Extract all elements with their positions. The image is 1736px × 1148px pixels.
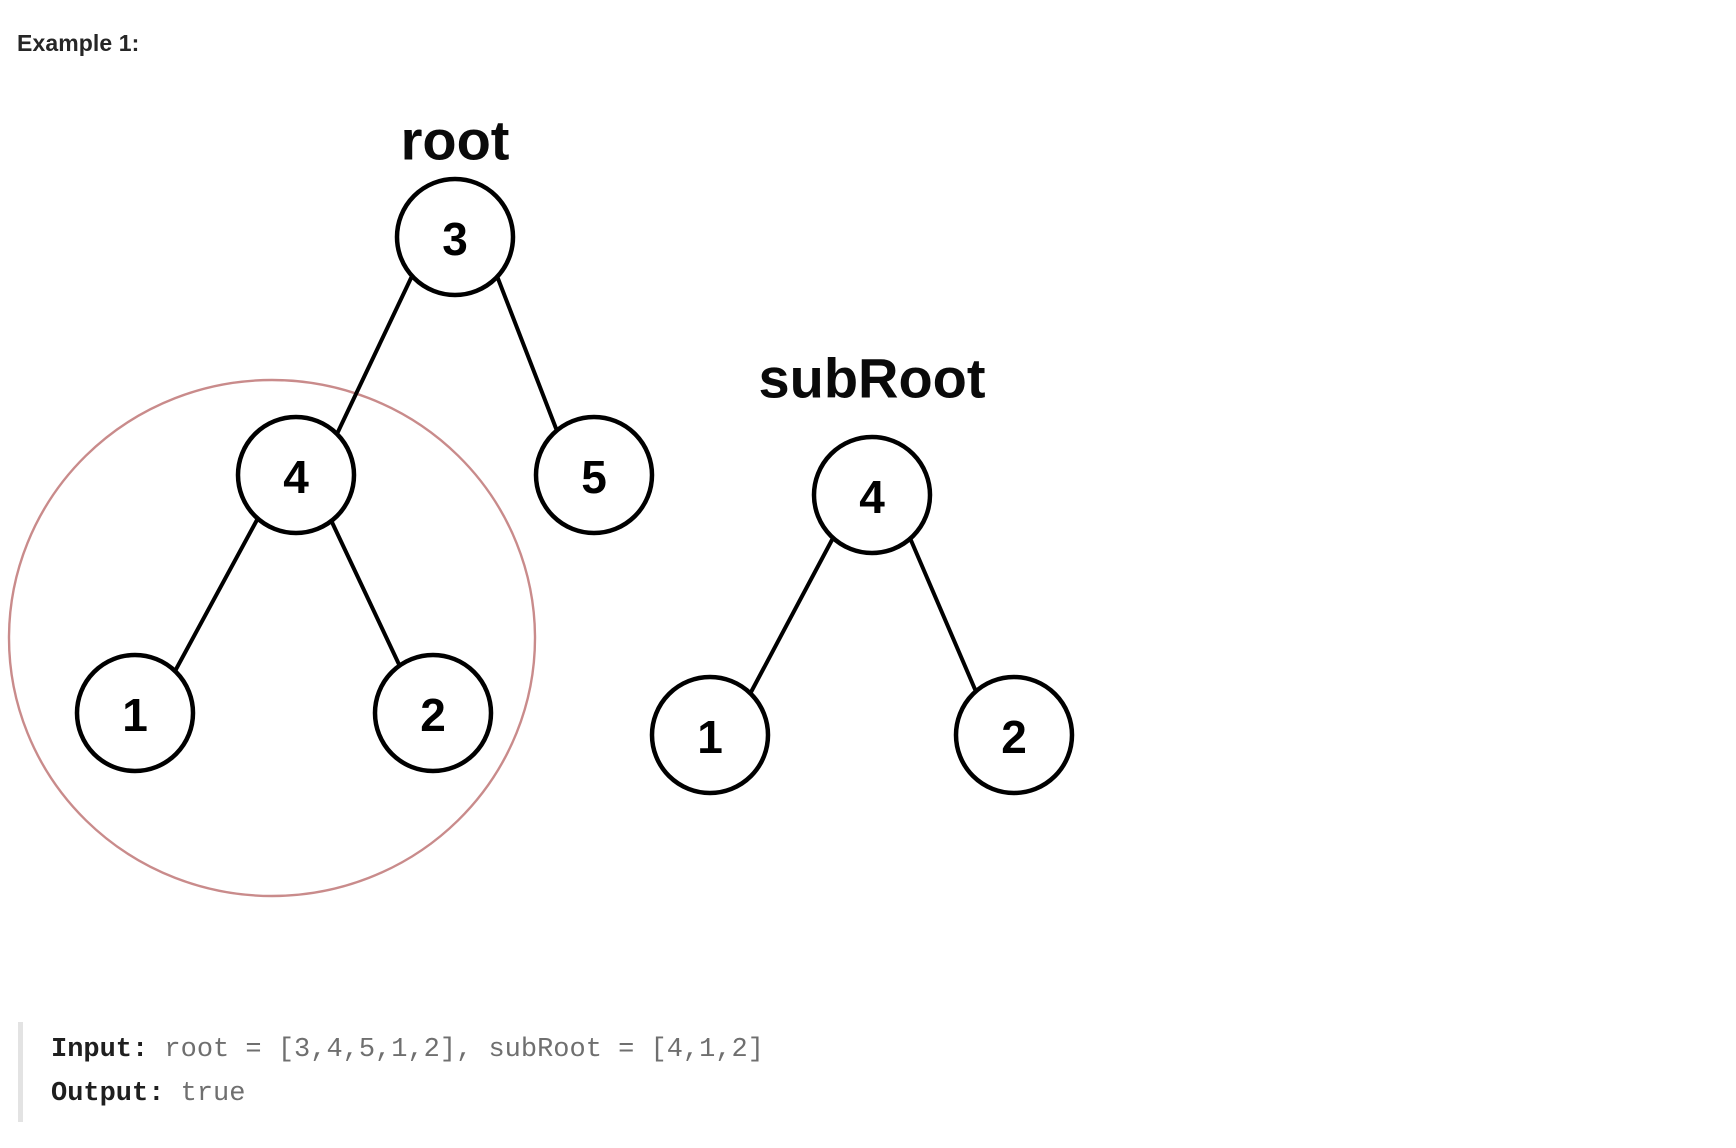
subroot-tree-edges: [748, 536, 979, 696]
node-label: 4: [283, 451, 309, 503]
tree-node-sub-2: 2: [953, 674, 1075, 796]
node-circle: [235, 414, 357, 536]
tree-node-root-2: 2: [372, 652, 494, 774]
node-circle: [811, 434, 933, 556]
root-tree-nodes: 3 4 5 1 2: [74, 176, 655, 774]
tree-node-root-1: 1: [74, 652, 196, 774]
subroot-tree-nodes: 4 1 2: [649, 434, 1075, 796]
node-circle: [372, 652, 494, 774]
root-tree-edges: [172, 274, 559, 677]
output-value: true: [164, 1079, 246, 1109]
tree-node-sub-1: 1: [649, 674, 771, 796]
code-line-output: Output: true: [51, 1072, 1718, 1116]
node-label: 3: [442, 213, 468, 265]
tree-diagram-svg: 3 4 5 1 2 root: [7, 109, 1075, 898]
node-label: 2: [420, 689, 446, 741]
output-label: Output:: [51, 1079, 165, 1109]
root-tree-label: root: [401, 109, 510, 172]
code-line-input: Input: root = [3,4,5,1,2], subRoot = [4,…: [51, 1028, 1718, 1072]
subtree-highlight-circle: [7, 378, 537, 898]
node-label: 2: [1001, 711, 1027, 763]
edge-3-to-4: [334, 274, 414, 438]
example-io-code-block: Input: root = [3,4,5,1,2], subRoot = [4,…: [18, 1022, 1718, 1122]
node-label: 5: [581, 451, 607, 503]
tree-node-sub-4: 4: [811, 434, 933, 556]
edge-4-to-1: [748, 536, 835, 696]
page-title: Example 1:: [17, 30, 140, 56]
input-value: root = [3,4,5,1,2], subRoot = [4,1,2]: [148, 1035, 764, 1065]
node-circle: [74, 652, 196, 774]
edge-4-to-2: [908, 536, 979, 696]
node-circle: [394, 176, 516, 298]
edge-3-to-5: [495, 274, 559, 433]
node-circle: [953, 674, 1075, 796]
node-circle: [533, 414, 655, 536]
node-circle: [649, 674, 771, 796]
tree-node-root-4: 4: [235, 414, 357, 536]
edge-4-to-2: [328, 516, 406, 677]
node-label: 4: [859, 471, 885, 523]
tree-node-root-3: 3: [394, 176, 516, 298]
node-label: 1: [122, 689, 148, 741]
edge-4-to-1: [172, 516, 260, 675]
node-label: 1: [697, 711, 723, 763]
input-label: Input:: [51, 1035, 149, 1065]
subroot-tree-label: subRoot: [758, 347, 985, 410]
tree-diagram-figure: 3 4 5 1 2 root: [0, 90, 1736, 1010]
tree-node-root-5: 5: [533, 414, 655, 536]
